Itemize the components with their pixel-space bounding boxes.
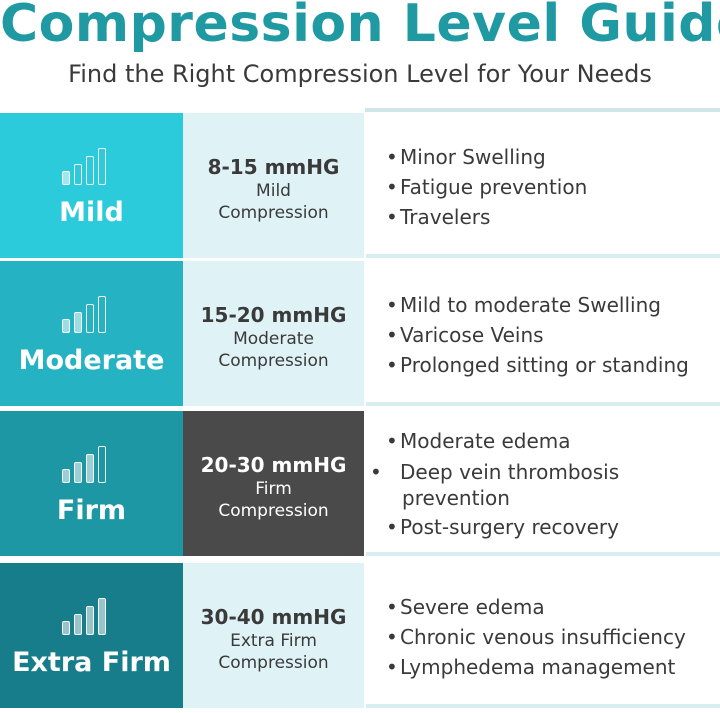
pressure-label-2: Compression <box>218 653 329 673</box>
pressure-label: Mild <box>256 181 291 201</box>
use-item: •Post-surgery recovery <box>386 515 619 539</box>
signal-bar <box>86 304 94 333</box>
row-mild: Mild 8-15 mmHG Mild Compression •Minor S… <box>0 113 720 258</box>
use-item: •Fatigue prevention <box>386 175 588 199</box>
pressure-range: 15-20 mmHG <box>200 303 347 327</box>
use-item: •Moderate edema <box>386 429 571 453</box>
level-cell: Extra Firm <box>0 563 183 708</box>
use-item: •Travelers <box>386 205 491 229</box>
pressure-label-2: Compression <box>218 203 329 223</box>
signal-bar <box>62 171 70 185</box>
uses-cell: •Minor Swelling •Fatigue prevention •Tra… <box>366 113 720 258</box>
use-item: •Chronic venous insufficiency <box>386 625 686 649</box>
use-item: •Severe edema <box>386 595 545 619</box>
level-cell: Firm <box>0 411 183 556</box>
page-title: Compression Level Guide <box>0 0 720 54</box>
signal-bars-icon <box>62 441 112 483</box>
use-item: •Minor Swelling <box>386 145 546 169</box>
pressure-label-2: Compression <box>218 351 329 371</box>
uses-cell: •Mild to moderate Swelling •Varicose Vei… <box>366 261 720 406</box>
signal-bar <box>98 296 106 333</box>
level-cell: Moderate <box>0 261 183 406</box>
signal-bar <box>74 312 82 333</box>
uses-cell: •Moderate edema •Deep vein thrombosis pr… <box>366 411 720 556</box>
row-firm: Firm 20-30 mmHG Firm Compression •Modera… <box>0 411 720 556</box>
level-name: Firm <box>56 495 127 526</box>
signal-bar <box>98 446 106 483</box>
pressure-range: 30-40 mmHG <box>200 605 347 629</box>
use-item: •Prolonged sitting or standing <box>386 353 689 377</box>
pressure-cell: 30-40 mmHG Extra Firm Compression <box>183 563 364 708</box>
level-name: Mild <box>59 197 124 228</box>
row-extra-firm: Extra Firm 30-40 mmHG Extra Firm Compres… <box>0 563 720 708</box>
row-moderate: Moderate 15-20 mmHG Moderate Compression… <box>0 261 720 406</box>
signal-bar <box>74 462 82 483</box>
signal-bar <box>62 319 70 333</box>
page-subtitle: Find the Right Compression Level for You… <box>68 60 652 88</box>
signal-bar <box>62 621 70 635</box>
pressure-cell: 8-15 mmHG Mild Compression <box>183 113 364 258</box>
signal-bar <box>62 469 70 483</box>
level-name: Extra Firm <box>12 647 171 678</box>
signal-bars-icon <box>62 291 112 333</box>
pressure-cell: 15-20 mmHG Moderate Compression <box>183 261 364 406</box>
use-item: •Mild to moderate Swelling <box>386 293 661 317</box>
signal-bars-icon <box>62 593 112 635</box>
use-item: •Lymphedema management <box>386 655 676 679</box>
pressure-label: Extra Firm <box>230 631 317 651</box>
uses-cell: •Severe edema •Chronic venous insufficie… <box>366 563 720 708</box>
signal-bar <box>74 614 82 635</box>
pressure-range: 20-30 mmHG <box>200 453 347 477</box>
pressure-label: Firm <box>255 479 292 499</box>
signal-bar <box>86 156 94 185</box>
signal-bar <box>74 164 82 185</box>
pressure-label: Moderate <box>233 329 314 349</box>
pressure-range: 8-15 mmHG <box>207 155 340 179</box>
level-cell: Mild <box>0 113 183 258</box>
signal-bar <box>86 454 94 483</box>
level-name: Moderate <box>18 345 165 376</box>
signal-bar <box>98 598 106 635</box>
use-item: •Deep vein thrombosis prevention <box>370 460 620 510</box>
pressure-cell: 20-30 mmHG Firm Compression <box>183 411 364 556</box>
use-item: •Varicose Veins <box>386 323 544 347</box>
signal-bar <box>98 148 106 185</box>
divider <box>365 108 720 112</box>
signal-bar <box>86 606 94 635</box>
signal-bars-icon <box>62 143 112 185</box>
pressure-label-2: Compression <box>218 501 329 521</box>
